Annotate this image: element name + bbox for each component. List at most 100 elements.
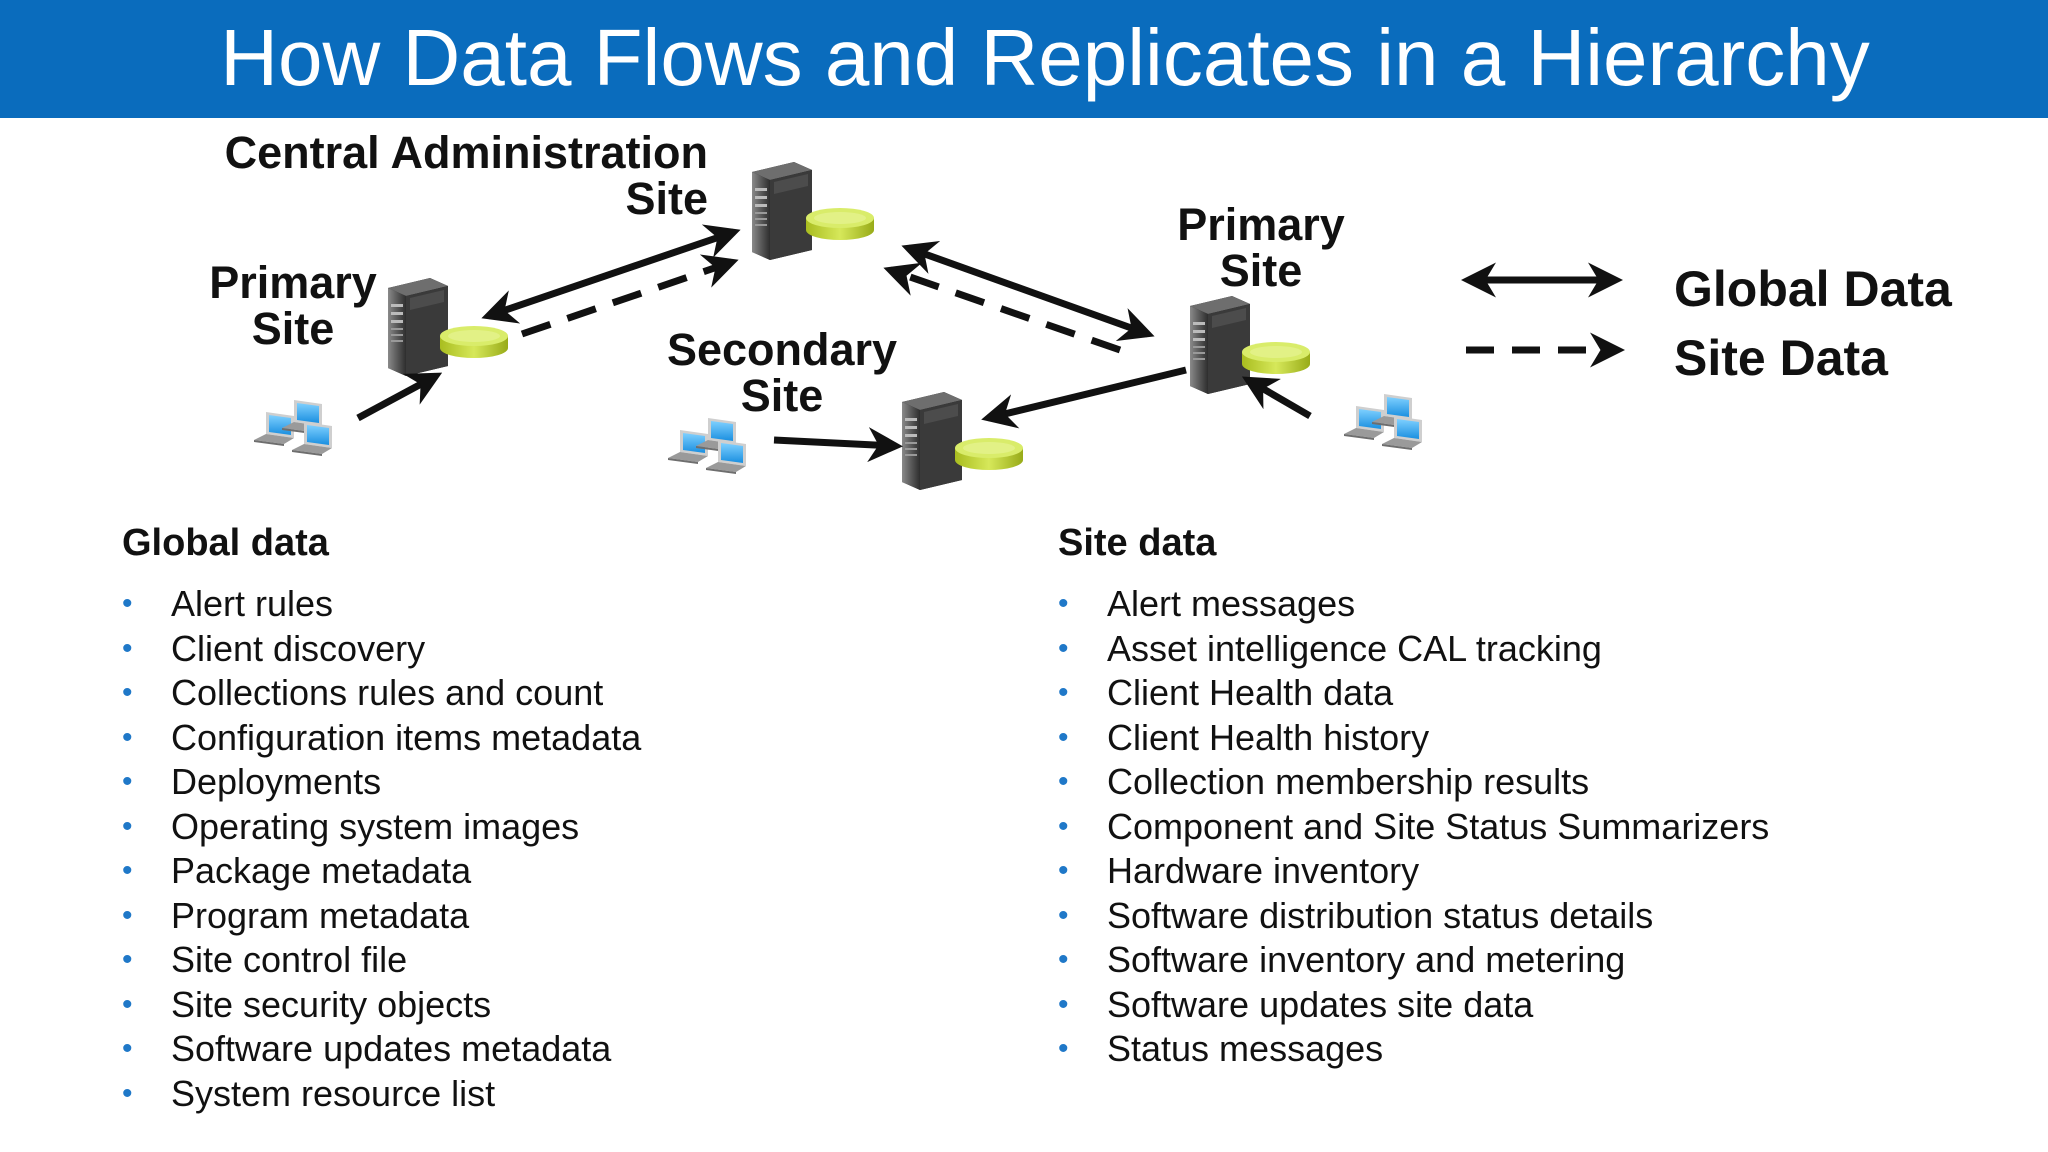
list-item: • Site security objects (122, 983, 641, 1028)
primary-right-server-icon (1190, 296, 1250, 394)
bullet-icon: • (122, 587, 133, 620)
bullet-icon: • (122, 943, 133, 976)
list-item: • Alert rules (122, 582, 641, 627)
list-item-text: Software updates metadata (171, 1028, 612, 1069)
list-item-text: Software inventory and metering (1107, 939, 1626, 980)
bullet-icon: • (122, 765, 133, 798)
list-item: • Software updates site data (1058, 983, 1769, 1028)
list-item: • Status messages (1058, 1027, 1769, 1072)
list-item-text: Alert messages (1107, 583, 1356, 624)
primary-right-label: Primary Site (1177, 199, 1345, 296)
global-data-heading: Global data (122, 522, 329, 564)
primary-left-clients-icon (254, 400, 332, 456)
global-data-list: • Alert rules • Client discovery • Collection… (122, 582, 641, 1116)
list-item: • Package metadata (122, 849, 641, 894)
bullet-icon: • (1058, 587, 1069, 620)
bullet-icon: • (122, 809, 133, 843)
primary-left-database-icon (440, 326, 508, 358)
list-item-text: Program metadata (171, 894, 470, 936)
list-item: • Software inventory and metering (1058, 938, 1769, 983)
secondary-server-icon (902, 392, 962, 490)
slide-title: How Data Flows and Replicates in a Hiera… (220, 13, 1870, 102)
list-item: • Operating system images (122, 805, 641, 850)
list-item-text: Alert rules (171, 583, 334, 624)
primary-left-label: Primary Site (209, 257, 377, 354)
site-data-heading: Site data (1058, 522, 1217, 564)
primary-right-clients-icon (1344, 394, 1422, 450)
legend-global-label: Global Data (1674, 261, 1952, 317)
list-item-text: Site control file (171, 939, 408, 980)
bullet-icon: • (122, 631, 133, 665)
cas-label: Central Administration Site (224, 127, 708, 224)
bullet-icon: • (1058, 854, 1069, 887)
list-item-text: Status messages (1107, 1028, 1384, 1069)
list-item: • Component and Site Status Summarizers (1058, 805, 1769, 850)
bullet-icon: • (122, 720, 133, 754)
arrow-clients-secondary (773, 427, 903, 463)
list-item: • Software distribution status details (1058, 894, 1769, 939)
bullet-icon: • (1058, 1032, 1069, 1065)
list-item: • Collection membership results (1058, 760, 1769, 805)
secondary-database-icon (955, 438, 1023, 470)
global-arrow-primary-left-cas (481, 224, 741, 324)
bullet-icon: • (122, 676, 133, 709)
list-item-text: Component and Site Status Summarizers (1107, 805, 1770, 847)
list-item: • Client discovery (122, 627, 641, 672)
bullet-icon: • (122, 854, 133, 887)
list-item: • System resource list (122, 1072, 641, 1117)
list-item-text: System resource list (171, 1072, 496, 1114)
secondary-clients-icon (668, 418, 746, 474)
site-data-list: • Alert messages • Asset intelligence CAL t… (1058, 582, 1769, 1072)
site-arrow-primary-right-secondary (981, 366, 1187, 429)
bullet-icon: • (1058, 943, 1069, 976)
primary-right-database-icon (1242, 342, 1310, 374)
list-item-text: Software updates site data (1107, 983, 1534, 1025)
list-item-text: Collections rules and count (171, 672, 604, 713)
primary-left-server-icon (388, 278, 448, 376)
bullet-icon: • (1058, 765, 1069, 798)
bullet-icon: • (122, 1032, 133, 1065)
list-item-text: Collection membership results (1107, 761, 1590, 802)
secondary-label: Secondary Site (666, 324, 898, 421)
list-item-text: Package metadata (171, 850, 472, 891)
list-item: • Client Health data (1058, 671, 1769, 716)
list-item: • Asset intelligence CAL tracking (1058, 627, 1769, 672)
bullet-icon: • (122, 898, 133, 932)
list-item: • Site control file (122, 938, 641, 983)
list-item-text: Hardware inventory (1107, 850, 1420, 891)
list-item: • Alert messages (1058, 582, 1769, 627)
list-item-text: Site security objects (171, 983, 492, 1025)
list-item-text: Software distribution status details (1107, 894, 1654, 936)
list-item-text: Deployments (171, 761, 382, 802)
bullet-icon: • (1058, 898, 1069, 932)
bullet-icon: • (1058, 676, 1069, 709)
site-arrow-primary-left-cas (520, 254, 739, 338)
list-item: •Configuration items metadata (122, 716, 641, 761)
site-arrow-primary-right-cas (883, 262, 1122, 354)
bullet-icon: • (1058, 987, 1069, 1021)
title-bar (0, 0, 2048, 118)
list-item: • Hardware inventory (1058, 849, 1769, 894)
bullet-icon: • (1058, 809, 1069, 843)
list-item: • Deployments (122, 760, 641, 805)
list-item-text: Client discovery (171, 627, 426, 669)
cas-server-icon (752, 162, 812, 260)
list-item-text: Operating system images (171, 805, 580, 847)
bullet-icon: • (1058, 720, 1069, 754)
list-item-text: Asset intelligence CAL tracking (1107, 627, 1602, 669)
list-item: • Collections rules and count (122, 671, 641, 716)
bullet-icon: • (122, 987, 133, 1021)
cas-database-icon (806, 208, 874, 240)
list-item: • Client Health history (1058, 716, 1769, 761)
legend-site-label: Site Data (1674, 330, 1888, 386)
list-item-text: Client Health history (1107, 716, 1430, 758)
list-item-text: Client Health data (1107, 672, 1394, 713)
list-item: • Software updates metadata (122, 1027, 641, 1072)
bullet-icon: • (1058, 631, 1069, 665)
arrow-clients-primary-left (356, 372, 443, 422)
hierarchy-diagram (0, 162, 1625, 490)
list-item: • Program metadata (122, 894, 641, 939)
bullet-icon: • (122, 1076, 133, 1110)
arrow-clients-primary-right (1241, 376, 1312, 420)
global-arrow-cas-primary-right (901, 240, 1155, 342)
